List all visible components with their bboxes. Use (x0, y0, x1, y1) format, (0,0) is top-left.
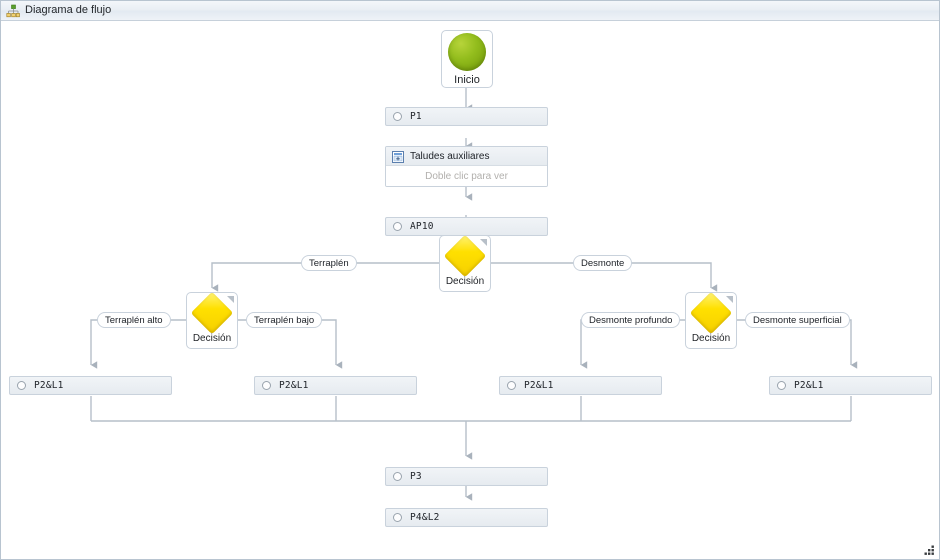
edge-label-text: Desmonte superficial (753, 314, 842, 326)
window-title: Diagrama de flujo (25, 4, 112, 16)
node-step-p3[interactable]: P3 (385, 467, 548, 486)
subprocess-title: Taludes auxiliares (410, 150, 490, 162)
node-step-label: P4&L2 (410, 512, 440, 523)
node-step-label: P1 (410, 111, 422, 122)
node-step-leaf-3[interactable]: P2&L1 (499, 376, 662, 395)
edge-label-text: Desmonte (581, 257, 625, 269)
step-radio-icon (393, 472, 402, 481)
node-step-label: P3 (410, 471, 422, 482)
node-step-leaf-2[interactable]: P2&L1 (254, 376, 417, 395)
step-radio-icon (777, 381, 786, 390)
node-decision-desmonte[interactable]: Decisión (685, 291, 737, 349)
edge-label-terraplen-bajo: Terraplén bajo (246, 312, 323, 328)
edge-label-terraplen: Terraplén (301, 255, 357, 271)
edge-label-terraplen-alto: Terraplén alto (97, 312, 171, 328)
step-radio-icon (393, 112, 402, 121)
edge-label-desmonte-profundo: Desmonte profundo (581, 312, 681, 328)
step-radio-icon (393, 222, 402, 231)
node-decision-label: Decisión (445, 275, 485, 287)
node-step-ap10[interactable]: AP10 (385, 217, 548, 236)
subprocess-body[interactable]: Doble clic para ver (386, 166, 547, 186)
edge-label-desmonte: Desmonte (573, 255, 633, 271)
decision-corner-marker (227, 296, 234, 303)
edge-label-text: Terraplén alto (105, 314, 163, 326)
node-step-p4l2[interactable]: P4&L2 (385, 508, 548, 527)
node-step-label: AP10 (410, 221, 434, 232)
node-decision-label: Decisión (192, 332, 232, 344)
flowchart-hierarchy-icon (6, 4, 20, 18)
step-radio-icon (17, 381, 26, 390)
resize-grip-icon[interactable] (923, 543, 935, 555)
edge-label-desmonte-superficial: Desmonte superficial (745, 312, 850, 328)
node-step-leaf-4[interactable]: P2&L1 (769, 376, 932, 395)
decision-corner-marker (480, 239, 487, 246)
node-decision-terraplen[interactable]: Decisión (186, 291, 238, 349)
diagram-canvas[interactable]: Inicio P1 Taludes auxiliares (1, 22, 939, 559)
edge-label-text: Terraplén bajo (254, 314, 315, 326)
edge-label-text: Desmonte profundo (589, 314, 673, 326)
node-decision-main[interactable]: Decisión (439, 234, 491, 292)
node-step-label: P2&L1 (524, 380, 554, 391)
node-start-inicio[interactable]: Inicio (441, 30, 493, 88)
subprocess-header: Taludes auxiliares (386, 147, 547, 166)
decision-corner-marker (726, 296, 733, 303)
node-step-label: P2&L1 (34, 380, 64, 391)
node-decision-label: Decisión (691, 332, 731, 344)
node-subprocess-taludes-auxiliares[interactable]: Taludes auxiliares Doble clic para ver (385, 146, 548, 187)
green-circle-icon (448, 32, 486, 71)
node-step-leaf-1[interactable]: P2&L1 (9, 376, 172, 395)
node-step-label: P2&L1 (794, 380, 824, 391)
step-radio-icon (507, 381, 516, 390)
step-radio-icon (262, 381, 271, 390)
step-radio-icon (393, 513, 402, 522)
connector-layer (90, 88, 858, 501)
subprocess-hint: Doble clic para ver (425, 170, 508, 182)
window-titlebar: Diagrama de flujo (1, 1, 939, 21)
node-start-label: Inicio (454, 73, 480, 86)
node-step-label: P2&L1 (279, 380, 309, 391)
edge-label-text: Terraplén (309, 257, 349, 269)
subprocess-grid-icon (392, 150, 404, 163)
node-step-p1[interactable]: P1 (385, 107, 548, 126)
